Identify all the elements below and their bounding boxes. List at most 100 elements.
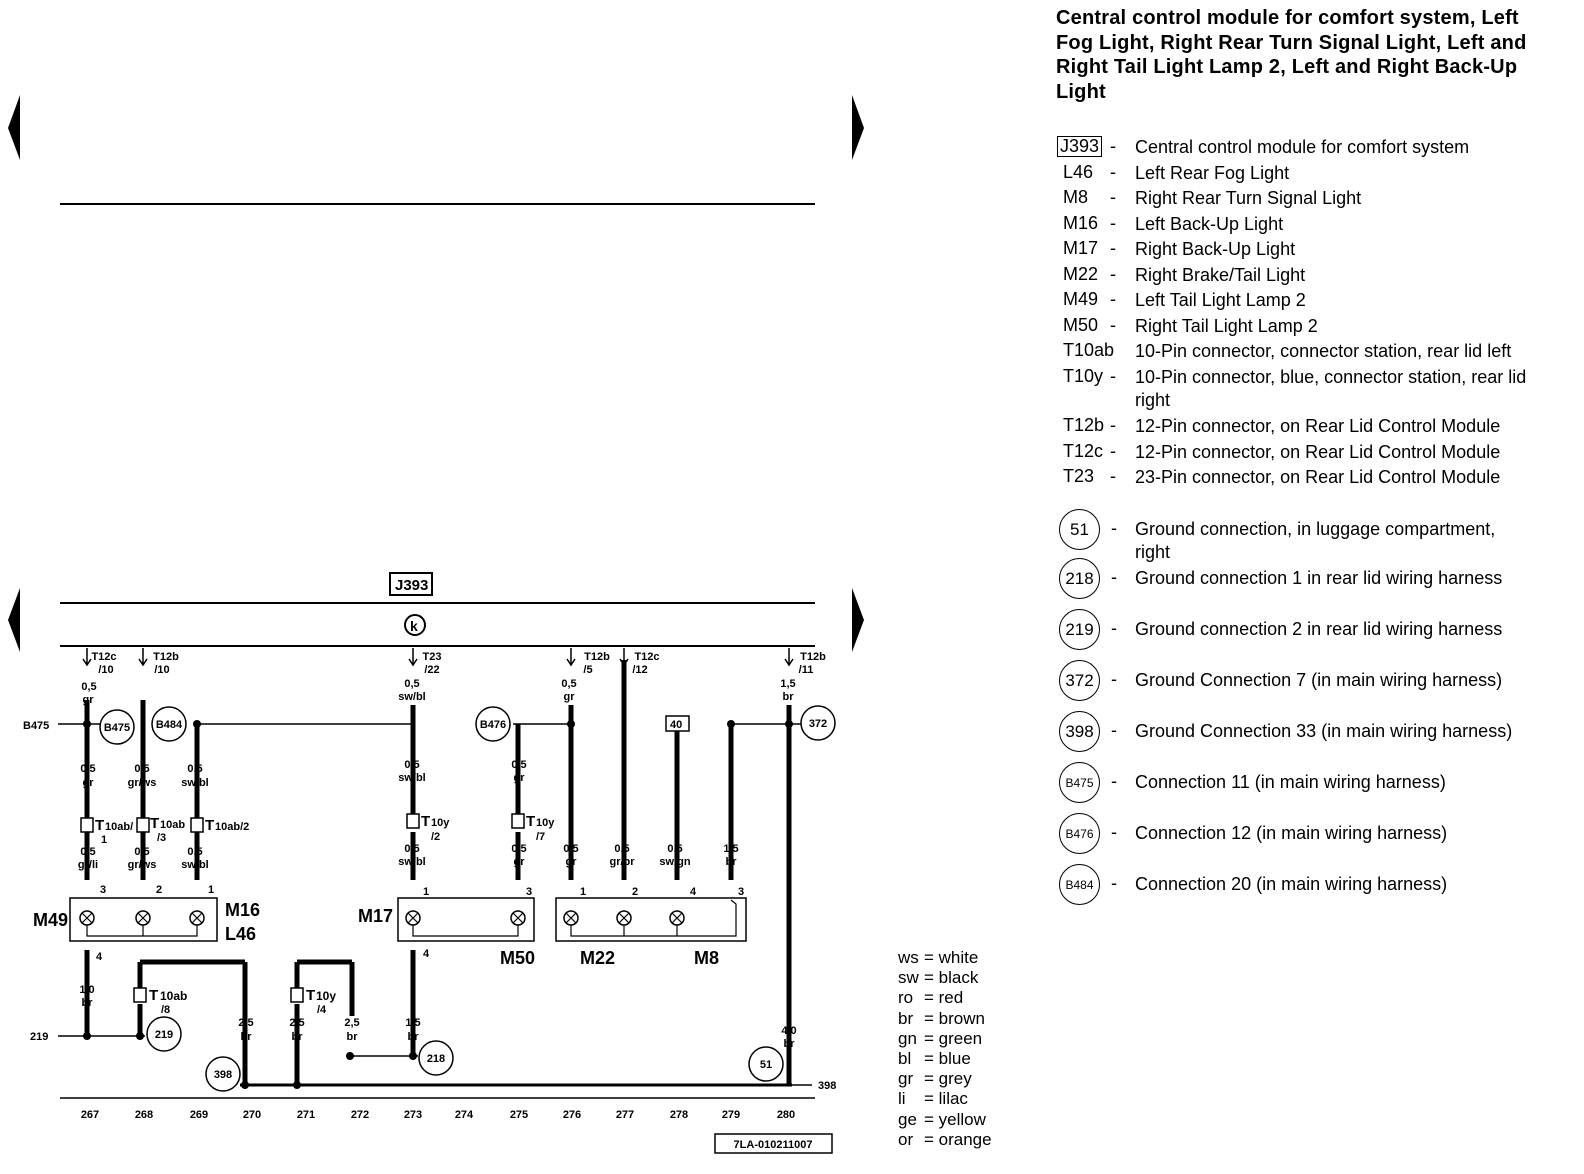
wire-color-code: gr xyxy=(898,1069,914,1089)
wire-color-name: = orange xyxy=(924,1129,992,1149)
svg-text:10ab/: 10ab/ xyxy=(105,821,133,833)
svg-text:/5: /5 xyxy=(583,664,592,676)
diagram-connection-circles xyxy=(99,705,836,1092)
legend-code: J393 xyxy=(1057,136,1129,157)
lamp-internal-wiring xyxy=(86,899,737,937)
prev-page-arrow-bottom[interactable] xyxy=(8,588,20,652)
module-pin-arrows xyxy=(82,648,794,667)
legend-desc: Central control module for comfort syste… xyxy=(1135,137,1470,157)
ground-desc: Connection 11 (in main wiring harness) xyxy=(1135,772,1446,792)
legend-desc: 10-Pin connector, blue, connector statio… xyxy=(1135,367,1527,410)
svg-text:B475: B475 xyxy=(104,722,130,734)
svg-text:sw/bl: sw/bl xyxy=(181,859,209,871)
wire-color-item: ge= yellow xyxy=(898,1110,992,1130)
svg-text:/10: /10 xyxy=(154,664,169,676)
svg-text:1: 1 xyxy=(208,884,214,896)
svg-text:br: br xyxy=(241,1031,253,1043)
legend-code: M17 xyxy=(1063,238,1099,258)
wire-color-name: = red xyxy=(924,988,964,1008)
svg-text:sw/bl: sw/bl xyxy=(398,856,426,868)
svg-text:/10: /10 xyxy=(98,664,113,676)
svg-text:51: 51 xyxy=(760,1059,772,1071)
svg-text:4: 4 xyxy=(96,951,103,963)
doc-number: 7LA-010211007 xyxy=(734,1139,813,1151)
wire-color-name: = yellow xyxy=(924,1109,986,1129)
track-number: 268 xyxy=(135,1109,153,1121)
wire-color-name: = brown xyxy=(924,1008,985,1028)
svg-text:0,5: 0,5 xyxy=(80,846,95,858)
svg-text:gr: gr xyxy=(564,691,576,703)
wire-color-name: = blue xyxy=(924,1049,971,1069)
legend-desc: Left Tail Light Lamp 2 xyxy=(1135,290,1306,310)
svg-text:/22: /22 xyxy=(424,664,439,676)
wires xyxy=(84,660,792,1085)
svg-text:1: 1 xyxy=(423,886,429,898)
wire-color-item: ro= red xyxy=(898,988,992,1008)
next-page-arrow-bottom[interactable] xyxy=(852,588,864,652)
svg-text:0,5: 0,5 xyxy=(404,843,419,855)
svg-text:T23: T23 xyxy=(423,651,442,663)
wire-color-name: = lilac xyxy=(924,1089,968,1109)
svg-text:1,5: 1,5 xyxy=(723,843,738,855)
wire-color-code: bl xyxy=(898,1049,912,1069)
track-number: 269 xyxy=(190,1109,208,1121)
svg-text:T12b: T12b xyxy=(800,651,826,663)
svg-text:T: T xyxy=(95,817,104,834)
track-number: 275 xyxy=(510,1109,528,1121)
wire-color-name: = white xyxy=(924,948,979,967)
ext-b475-label: B475 xyxy=(23,720,49,732)
legend-desc: Left Back-Up Light xyxy=(1135,214,1284,234)
legend-dash: - xyxy=(1111,618,1117,638)
legend-dash: - xyxy=(1111,873,1117,893)
legend-desc: 10-Pin connector, connector station, rea… xyxy=(1135,341,1512,361)
legend-dash: - xyxy=(1111,669,1117,689)
wire-color-item: bl = blue xyxy=(898,1049,992,1069)
svg-text:0,5: 0,5 xyxy=(187,763,202,775)
legend-dash: - xyxy=(1110,466,1116,486)
prev-page-arrow-top[interactable] xyxy=(8,95,20,160)
legend-dash: - xyxy=(1110,315,1116,335)
legend-desc: Right Tail Light Lamp 2 xyxy=(1135,316,1318,336)
svg-text:T: T xyxy=(205,817,214,834)
wire-color-item: or= orange xyxy=(898,1130,992,1150)
svg-text:1: 1 xyxy=(580,886,586,898)
svg-text:0,5: 0,5 xyxy=(404,759,419,771)
ground-symbol: B475 xyxy=(1059,762,1100,803)
ground-symbol: 398 xyxy=(1059,711,1100,752)
svg-text:219: 219 xyxy=(155,1029,173,1041)
svg-text:gr/br: gr/br xyxy=(609,856,635,868)
svg-text:sw/gn: sw/gn xyxy=(659,856,690,868)
junction-dots xyxy=(83,720,793,1089)
svg-text:br: br xyxy=(347,1031,359,1043)
svg-text:1,5: 1,5 xyxy=(780,678,795,690)
track-number: 276 xyxy=(563,1109,581,1121)
legend-code: T10y xyxy=(1063,366,1104,386)
legend-dash: - xyxy=(1111,720,1117,740)
svg-text:gr: gr xyxy=(514,772,526,784)
legend-dash: - xyxy=(1110,366,1116,386)
svg-text:1,0: 1,0 xyxy=(79,984,94,996)
wire-color-item: sw= black xyxy=(898,968,992,988)
svg-text:10ab: 10ab xyxy=(160,989,187,1003)
svg-text:0,5: 0,5 xyxy=(81,681,96,693)
svg-text:2,5: 2,5 xyxy=(238,1017,253,1029)
ground-desc: Ground connection 1 in rear lid wiring h… xyxy=(1135,568,1503,588)
wire-spec-labels: T12c/10 0,5gr T12b/10 T23/22 0,5sw/bl T1… xyxy=(78,651,826,1050)
ground-desc: Connection 12 (in main wiring harness) xyxy=(1135,823,1448,843)
svg-text:B476: B476 xyxy=(480,719,506,731)
legend-desc: Right Brake/Tail Light xyxy=(1135,265,1306,285)
legend-code: M16 xyxy=(1063,213,1099,233)
legend-desc: 23-Pin connector, on Rear Lid Control Mo… xyxy=(1135,467,1501,487)
next-page-arrow-top[interactable] xyxy=(852,95,864,160)
svg-text:M16: M16 xyxy=(225,900,260,920)
legend-code: M50 xyxy=(1063,315,1099,335)
component-labels: M49 M16 L46 M17 M50 M22 M8 xyxy=(33,900,719,968)
svg-text:0,5: 0,5 xyxy=(80,763,95,775)
svg-text:372: 372 xyxy=(809,718,827,730)
svg-text:0,5: 0,5 xyxy=(511,759,526,771)
svg-text:0,5: 0,5 xyxy=(561,678,576,690)
svg-text:2: 2 xyxy=(156,884,162,896)
legend-code: M8 xyxy=(1063,187,1089,207)
ground-desc: Ground Connection 33 (in main wiring har… xyxy=(1135,721,1513,741)
